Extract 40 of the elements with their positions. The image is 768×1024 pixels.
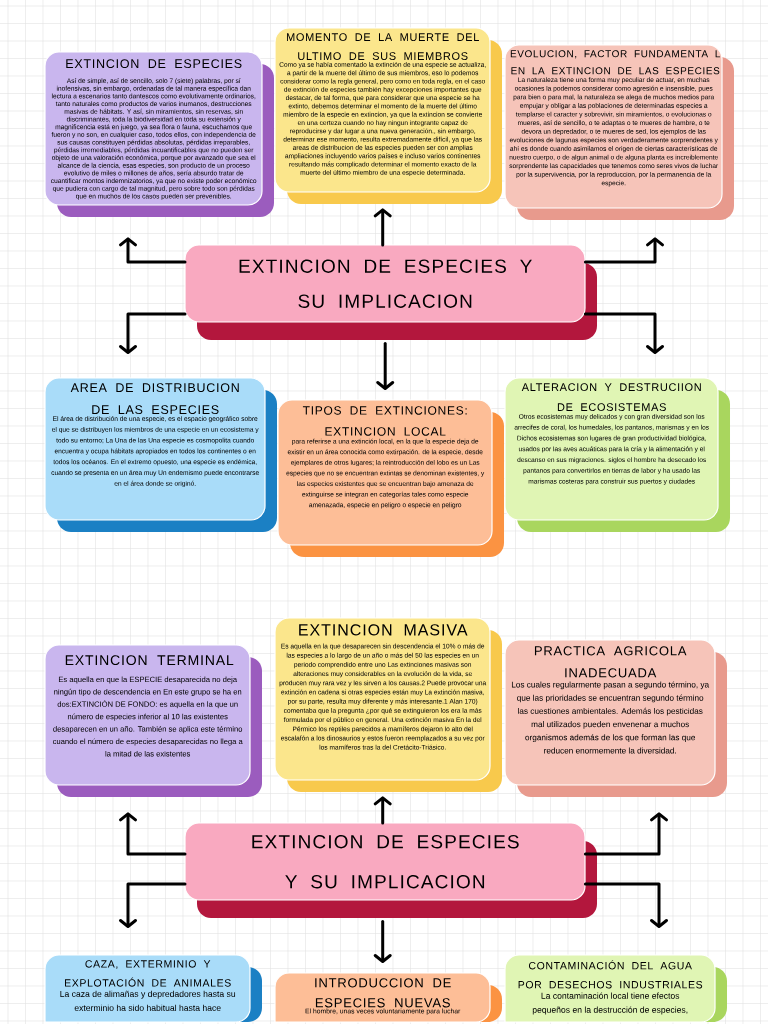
banner-title: EXTINCION DE ESPECIES Y SU IMPLICACION <box>252 835 519 889</box>
info-card <box>44 377 277 532</box>
arrow <box>583 882 668 928</box>
info-card <box>274 617 502 792</box>
info-card <box>274 27 502 204</box>
arrow <box>373 919 392 963</box>
arrow <box>583 237 664 264</box>
card-title: TIPOS DE EXTINCIONES: EXTINCION LOCAL <box>302 406 467 436</box>
arrow <box>583 312 664 354</box>
arrow <box>119 882 187 928</box>
card-title: EXTINCION DE ESPECIES <box>66 59 242 69</box>
card-title: EVOLUCION, FACTOR FUNDAMENTA L EN LA EXTINCION DE LAS ESPECIES <box>510 50 721 75</box>
arrow <box>373 796 392 825</box>
info-card <box>504 44 734 220</box>
card-text: La caza de alimañas y depredadores hasta su exterminio ha sido habitual hasta hace <box>60 990 236 1011</box>
card-title: ALTERACION Y DESTRUCIION DE ECOSISTEMAS <box>521 383 701 411</box>
info-card <box>504 377 730 532</box>
arrow <box>119 237 187 264</box>
card-title: MOMENTO DE LA MUERTE DEL ULTIMO DE SUS MIEMBROS <box>287 33 479 60</box>
card-title: INTRODUCCION DE ESPECIES NUEVAS <box>315 978 451 1008</box>
card-text: La contaminación local tiene efectos pequeños en la destrucción de especies, <box>532 992 688 1015</box>
card-title: CONTAMINACIÓN DEL AGUA POR DESECHOS INDUSTRIALES <box>518 960 703 989</box>
card-text: Los cuales regularmente pasan a segundo término, ya que las prioridades se encuentran segundo término las cuestiones ambientales. Además los pesticidas mal utilizados pueden envenenar a muchos organismos además de los que forman las que reducen enormemente la diversidad. <box>511 681 710 754</box>
card-title: PRACTICA AGRICOLA INADECUADA <box>534 646 687 678</box>
arrow <box>583 812 668 856</box>
arrow <box>119 812 187 856</box>
info-card <box>277 399 504 557</box>
arrow <box>373 208 392 247</box>
arrow <box>376 341 395 390</box>
card-title: EXTINCION TERMINAL <box>65 655 234 666</box>
info-card <box>44 51 274 217</box>
card-title: EXTINCION MASIVA <box>299 624 468 636</box>
banner-title: EXTINCION DE ESPECIES Y SU IMPLICACION <box>239 259 532 308</box>
title-banner <box>184 822 597 918</box>
info-card <box>44 644 262 797</box>
card-title: CAZA, EXTERMINIO Y EXPLOTACIÓN DE ANIMALES <box>65 960 231 987</box>
card-title: AREA DE DISTRIBUCION DE LAS ESPECIES <box>70 383 239 415</box>
arrow <box>119 312 187 354</box>
info-card <box>504 639 727 797</box>
title-banner <box>184 244 597 340</box>
